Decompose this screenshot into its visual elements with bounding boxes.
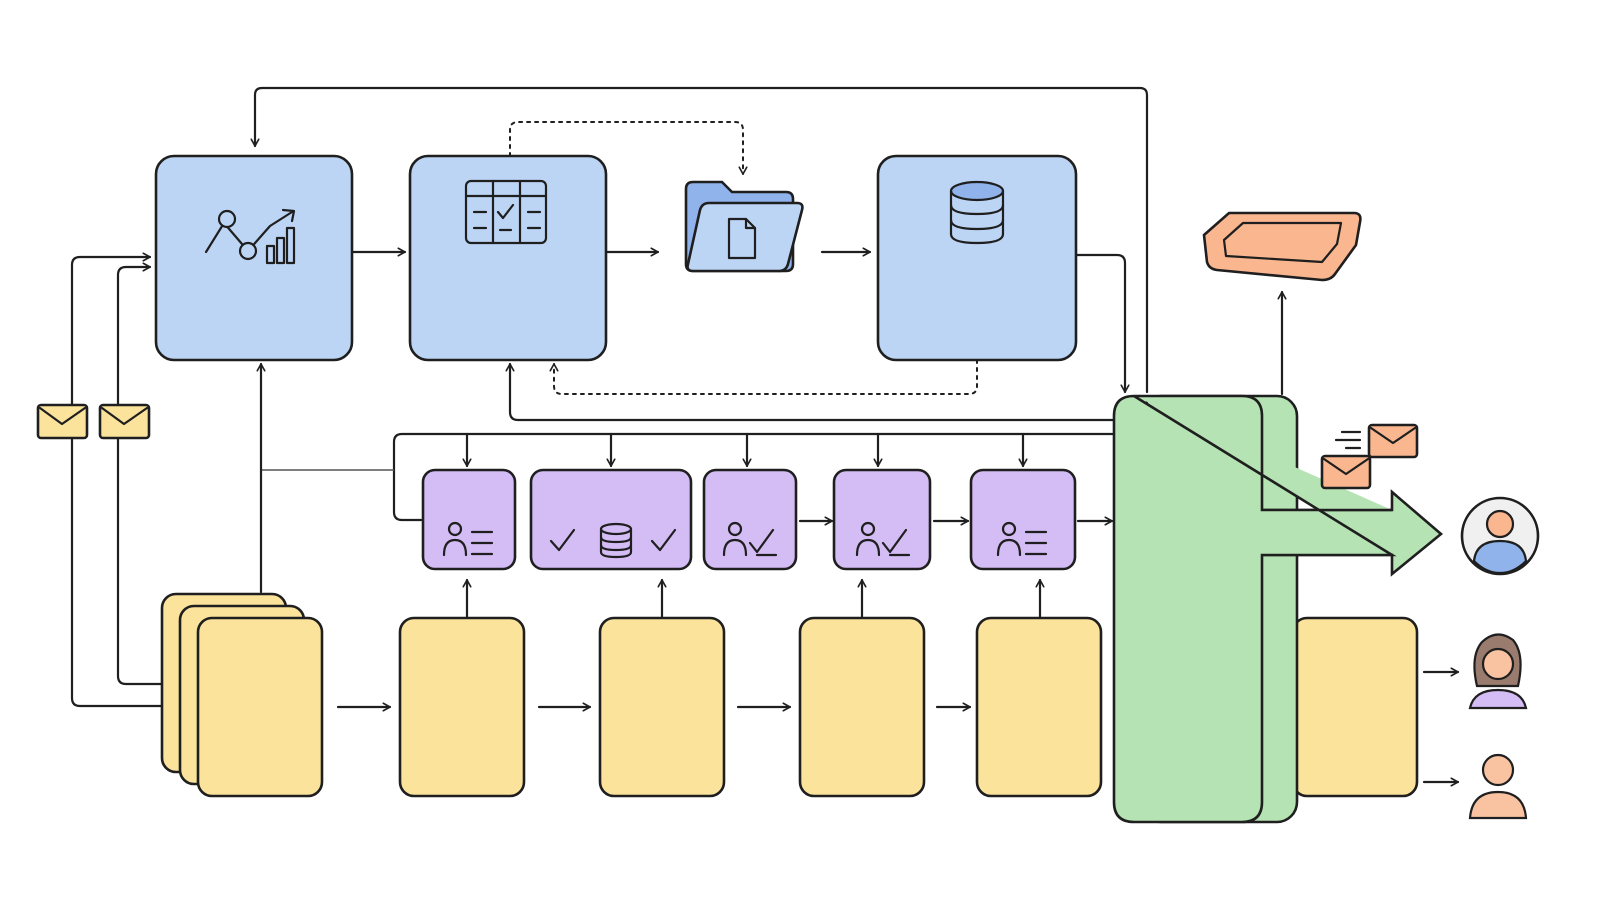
folder-document-icon[interactable]	[684, 180, 804, 273]
user-check-icon	[722, 521, 778, 557]
man-avatar[interactable]	[1468, 753, 1528, 820]
user-list-icon	[442, 521, 494, 557]
yellow-node-2[interactable]	[398, 616, 526, 798]
user-circle-icon	[1460, 496, 1540, 576]
documents-to-analytics-loop-inner	[116, 267, 164, 686]
hub-to-purple-bus-connector	[392, 432, 1117, 522]
yellow-node-5[interactable]	[975, 616, 1103, 798]
user-list-icon-2	[996, 521, 1048, 557]
yellow-node-3[interactable]	[598, 616, 726, 798]
database-to-table-dotted-connector	[554, 359, 978, 395]
purple-node-2-box[interactable]	[529, 468, 693, 571]
documents-to-analytics-loop-outer	[70, 257, 164, 708]
table-node-box[interactable]	[408, 154, 608, 362]
purple-node-5-box[interactable]	[969, 468, 1077, 571]
yellow-node-4[interactable]	[798, 616, 926, 798]
tray-icon[interactable]	[1202, 211, 1362, 282]
motion-lines-icon	[1334, 430, 1362, 450]
purple-node-3-box[interactable]	[702, 468, 798, 571]
purple-node-2[interactable]	[529, 468, 693, 571]
envelope-icon-sent-1	[1367, 423, 1419, 459]
folder-node[interactable]	[684, 180, 804, 273]
feedback-loop-connector	[255, 86, 1149, 394]
database-icon	[949, 180, 1005, 245]
woman-avatar[interactable]	[1468, 633, 1528, 710]
purple-node-1-box[interactable]	[421, 468, 517, 571]
envelope-icon-sent-2	[1320, 454, 1372, 490]
document-stack-node[interactable]	[160, 592, 324, 798]
person-icon	[1468, 753, 1528, 820]
envelope-icon-left-2	[98, 403, 151, 440]
purple-node-4[interactable]	[832, 468, 932, 571]
database-to-hub-connector	[1066, 253, 1125, 394]
table-check-icon	[464, 179, 548, 245]
database-node[interactable]	[876, 154, 1078, 362]
green-hub-front[interactable]	[1112, 394, 1397, 824]
user-avatar[interactable]	[1460, 496, 1540, 576]
green-hub-node[interactable]	[1112, 394, 1444, 824]
table-node[interactable]	[408, 154, 608, 362]
purple-node-5[interactable]	[969, 468, 1077, 571]
user-check-icon-2	[855, 521, 911, 557]
analytics-node[interactable]	[154, 154, 354, 362]
tray-node[interactable]	[1202, 211, 1362, 282]
document-stack-front[interactable]	[196, 616, 324, 798]
purple-node-4-box[interactable]	[832, 468, 932, 571]
analytics-chart-icon	[204, 208, 296, 265]
analytics-node-box[interactable]	[154, 154, 354, 362]
database-node-box[interactable]	[876, 154, 1078, 362]
table-to-folder-dotted-connector	[509, 121, 743, 175]
envelope-icon-left-1	[36, 403, 89, 440]
purple-node-3[interactable]	[702, 468, 798, 571]
check-database-check-icon	[549, 522, 677, 559]
woman-icon	[1468, 633, 1528, 710]
purple-node-1[interactable]	[421, 468, 517, 571]
hub-to-table-connector	[510, 362, 1117, 422]
connectors	[70, 86, 1460, 782]
yellow-node-6[interactable]	[1291, 616, 1419, 798]
